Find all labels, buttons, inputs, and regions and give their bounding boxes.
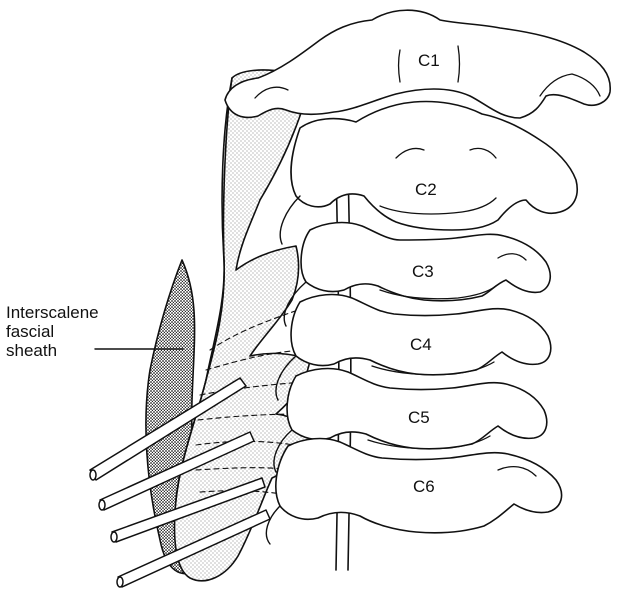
sheath-label-line3: sheath xyxy=(6,341,57,360)
vertebra-label-c1: C1 xyxy=(418,51,440,70)
vertebra-label-c6: C6 xyxy=(413,477,435,496)
vertebra-c2 xyxy=(291,102,577,231)
vertebra-label-c2: C2 xyxy=(415,180,437,199)
vertebra-label-c5: C5 xyxy=(408,408,430,427)
vertebra-label-c4: C4 xyxy=(410,335,432,354)
vertebra-label-c3: C3 xyxy=(412,262,434,281)
sheath-label-line1: Interscalene xyxy=(6,303,99,322)
sheath-label-line2: fascial xyxy=(6,322,54,341)
